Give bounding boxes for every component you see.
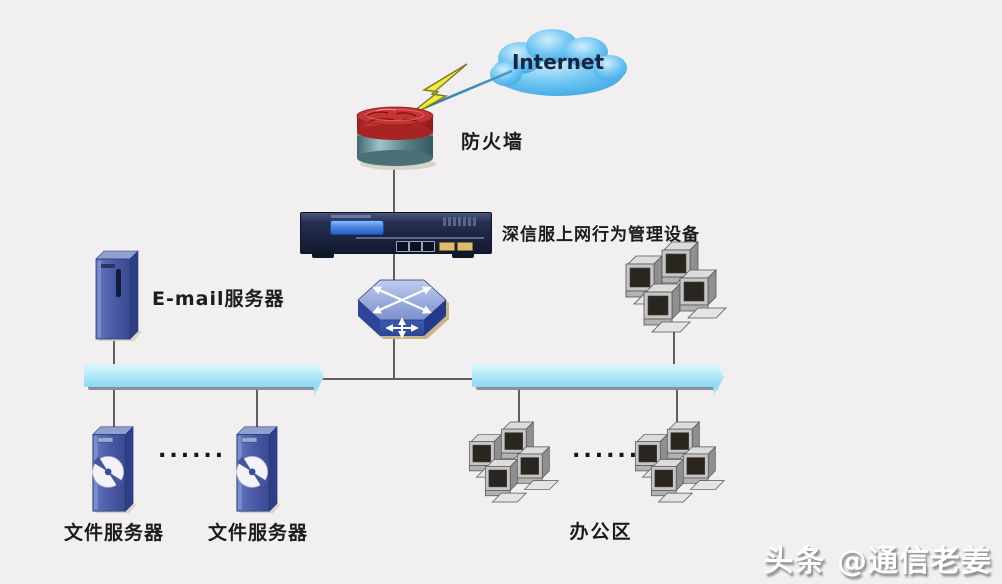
rack-appliance-icon xyxy=(300,212,492,254)
vent-slat xyxy=(468,217,471,226)
office-area-label: 办公区 xyxy=(569,521,633,543)
appliance-panel-line xyxy=(356,237,484,239)
internet-label: Internet xyxy=(511,50,605,74)
vent-slat xyxy=(463,217,466,226)
link-cluster-bus xyxy=(673,332,675,366)
file-server-icon xyxy=(229,423,283,515)
uplink-port-icon xyxy=(457,242,473,251)
vent-slat xyxy=(458,217,461,226)
link-firewall-appliance xyxy=(393,166,395,214)
appliance-label: 深信服上网行为管理设备 xyxy=(502,225,700,245)
uplink-port-icon xyxy=(439,242,455,251)
link-appliance-switch xyxy=(393,252,395,282)
email-server-label: E-mail服务器 xyxy=(152,288,285,310)
link-bus-fileserver2 xyxy=(256,386,258,428)
workstation-cluster-icon xyxy=(464,416,576,508)
network-bus-right xyxy=(472,358,724,396)
firewall-cylinder-icon xyxy=(356,106,436,170)
ellipsis-office: ...... xyxy=(572,438,641,463)
workstation-cluster-icon xyxy=(630,416,742,508)
file-server-icon xyxy=(85,423,139,515)
bus-shadow xyxy=(88,385,318,390)
layer3-switch-icon xyxy=(357,279,449,339)
link-bus-junction xyxy=(316,378,478,380)
vent-slat xyxy=(448,217,451,226)
workstation-cluster-icon xyxy=(620,236,746,338)
file-server-label: 文件服务器 xyxy=(63,522,164,544)
ethernet-port-icon xyxy=(409,241,422,252)
link-bus-office1 xyxy=(518,386,520,428)
appliance-foot xyxy=(452,251,474,258)
vent-slat xyxy=(473,217,476,226)
watermark-text: 头条 @通信老姜 xyxy=(763,544,992,579)
vent-slat xyxy=(443,217,446,226)
appliance-text-strip xyxy=(331,215,371,218)
ethernet-port-icon xyxy=(396,241,409,252)
appliance-logo-badge xyxy=(330,220,384,235)
appliance-foot xyxy=(312,251,334,258)
link-email-bus xyxy=(113,340,115,366)
link-bus-office2 xyxy=(676,386,678,430)
ellipsis-file-servers: ...... xyxy=(158,438,227,463)
bus-shadow xyxy=(476,385,718,390)
link-bus-fileserver1 xyxy=(113,386,115,428)
network-bus-left xyxy=(84,358,324,396)
link-switch-bus xyxy=(393,336,395,380)
vent-slat xyxy=(453,217,456,226)
file-server-label: 文件服务器 xyxy=(207,522,308,544)
email-server-icon xyxy=(88,247,144,343)
firewall-label: 防火墙 xyxy=(461,131,525,153)
ethernet-port-icon xyxy=(422,241,435,252)
